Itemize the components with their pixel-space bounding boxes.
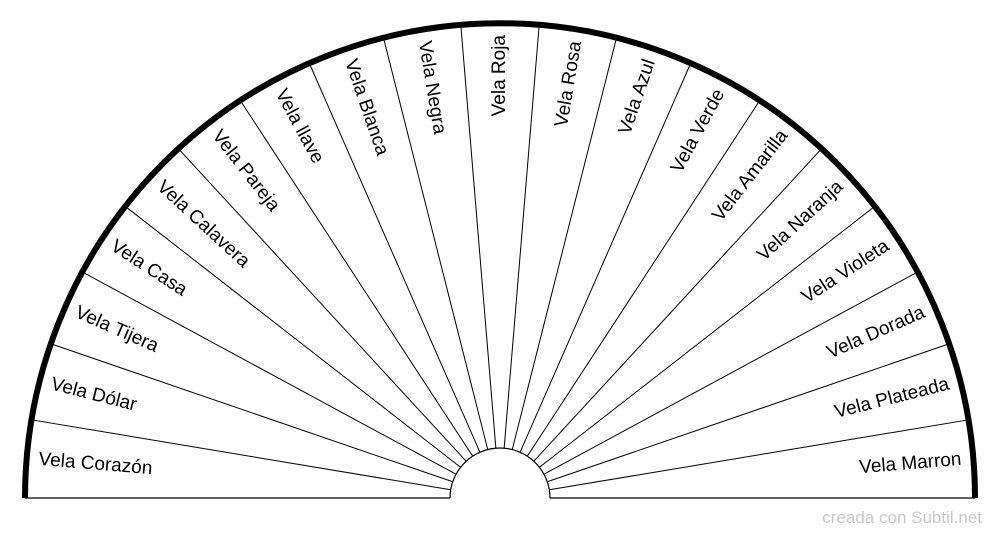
sector-divider — [460, 24, 497, 449]
sector-label: Vela Roja — [489, 35, 510, 117]
sector-dividers — [31, 24, 969, 491]
sector-divider — [177, 148, 467, 462]
sector-label: Vela Rosa — [551, 39, 586, 128]
sector-label: Vela Verde — [667, 86, 729, 177]
sector-label: Vela Naranja — [753, 176, 848, 265]
sector-divider — [82, 271, 457, 475]
sector-divider — [539, 205, 876, 468]
sector-divider — [239, 100, 474, 457]
sector-label: Vela Pareja — [208, 126, 285, 216]
sector-divider — [308, 62, 481, 453]
sector-divider — [543, 271, 918, 475]
sector-label: Vela Dorada — [824, 302, 929, 363]
sector-label: Vela Corazón — [38, 449, 153, 479]
sector-label: Vela Negra — [414, 40, 450, 137]
sector-label: Vela llave — [271, 86, 328, 168]
inner-hub-arc — [449, 447, 551, 499]
sector-divider — [382, 37, 489, 450]
sector-label: Vela Marron — [858, 449, 962, 478]
sector-label: Vela Tijera — [72, 302, 162, 357]
sector-label: Vela Casa — [107, 236, 191, 301]
sector-divider — [50, 343, 453, 483]
sector-divider — [549, 419, 969, 491]
sector-label: Vela Amarilla — [708, 126, 792, 226]
sector-divider — [503, 24, 540, 449]
sector-label: Vela Dólar — [49, 374, 140, 416]
sector-label: Vela Azul — [615, 57, 660, 138]
sector-divider — [124, 205, 461, 468]
sector-label: Vela Plateada — [832, 374, 951, 423]
credit-text: creada con Subtil.net — [822, 508, 982, 527]
sector-divider — [533, 148, 823, 462]
sector-divider — [547, 343, 950, 483]
sector-label: Vela Blanca — [340, 57, 393, 159]
sector-divider — [519, 62, 692, 453]
sector-label: Vela Calavera — [153, 176, 255, 272]
sector-label: Vela Violeta — [798, 235, 894, 308]
sector-divider — [526, 100, 761, 457]
sector-divider — [31, 419, 451, 491]
sector-divider — [511, 37, 618, 450]
outer-arc — [22, 20, 978, 499]
